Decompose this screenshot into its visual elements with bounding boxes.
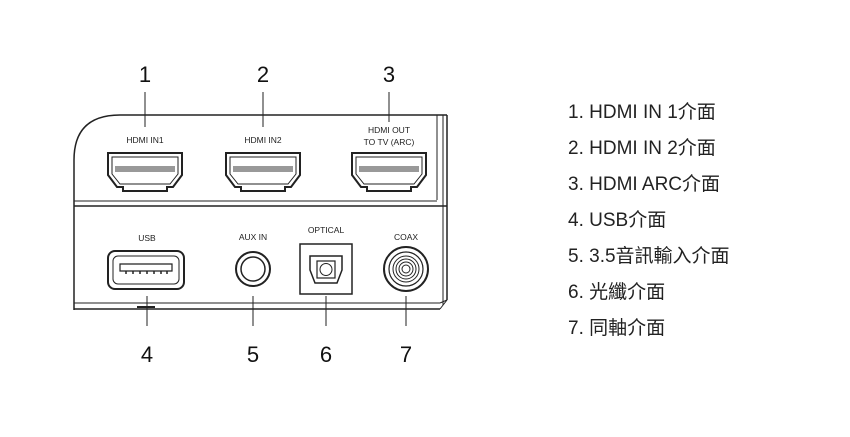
hdmi-in1-port-icon bbox=[107, 152, 183, 192]
usb-label: USB bbox=[138, 233, 156, 243]
optical-label: OPTICAL bbox=[308, 225, 345, 235]
legend-item-usb: 4. USB介面 bbox=[568, 210, 667, 231]
hdmi-out-label-line1: HDMI OUT bbox=[368, 125, 410, 135]
legend-item-aux: 5. 3.5音訊輸入介面 bbox=[568, 246, 730, 267]
hdmi-arc-port-icon bbox=[351, 152, 427, 192]
legend-item-hdmi-arc: 3. HDMI ARC介面 bbox=[568, 174, 721, 195]
coax-port-icon bbox=[383, 246, 429, 292]
legend-item-coax: 7. 同軸介面 bbox=[568, 318, 666, 339]
hdmi-in1-label: HDMI IN1 bbox=[126, 135, 164, 145]
legend-item-optical: 6. 光纖介面 bbox=[568, 282, 666, 303]
hdmi-in2-port-icon bbox=[225, 152, 301, 192]
legend-item-hdmi-in1: 1. HDMI IN 1介面 bbox=[568, 102, 716, 123]
callout-7: 7 bbox=[400, 342, 412, 367]
aux-in-port-icon bbox=[235, 251, 271, 287]
callout-1: 1 bbox=[139, 62, 151, 87]
callout-4: 4 bbox=[141, 342, 153, 367]
hdmi-in2-label: HDMI IN2 bbox=[244, 135, 282, 145]
usb-port-icon bbox=[107, 250, 185, 290]
callout-2: 2 bbox=[257, 62, 269, 87]
callout-3: 3 bbox=[383, 62, 395, 87]
coax-label: COAX bbox=[394, 232, 418, 242]
optical-port-icon bbox=[299, 243, 353, 295]
hdmi-out-label-line2: TO TV (ARC) bbox=[364, 137, 415, 147]
legend-item-hdmi-in2: 2. HDMI IN 2介面 bbox=[568, 138, 716, 159]
port-legend: 1. HDMI IN 1介面 2. HDMI IN 2介面 3. HDMI AR… bbox=[568, 101, 730, 353]
callout-6: 6 bbox=[320, 342, 332, 367]
callout-5: 5 bbox=[247, 342, 259, 367]
aux-in-label: AUX IN bbox=[239, 232, 267, 242]
callout-lines bbox=[144, 92, 407, 326]
panel-outline bbox=[73, 114, 448, 310]
